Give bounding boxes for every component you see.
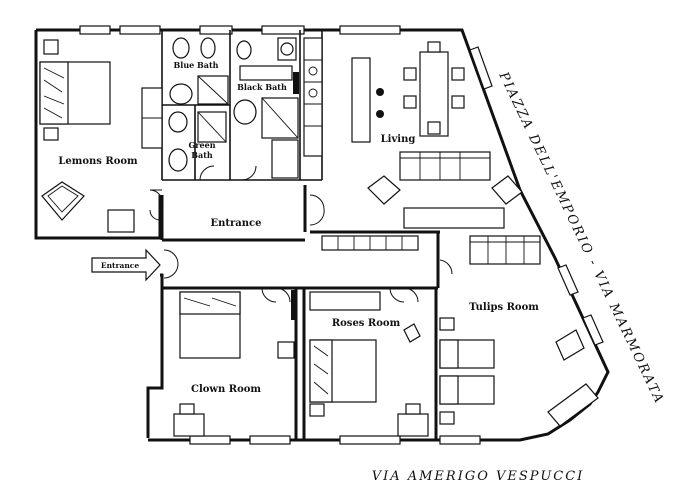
street-label-bottom: VIA AMERIGO VESPUCCI bbox=[372, 469, 585, 484]
living-label: Living bbox=[381, 134, 416, 145]
blue-bath-label: Blue Bath bbox=[174, 60, 219, 70]
kitchen-counter bbox=[303, 37, 323, 157]
tulips-room-label: Tulips Room bbox=[469, 302, 539, 313]
green-bath-label-line1: Green bbox=[188, 140, 215, 150]
windows bbox=[79, 25, 604, 445]
clown-room-furniture bbox=[173, 291, 295, 437]
lemons-room-furniture bbox=[39, 39, 163, 233]
living-furniture bbox=[321, 41, 541, 265]
roses-room-label: Roses Room bbox=[332, 318, 401, 329]
roses-room-furniture bbox=[309, 291, 429, 437]
bathrooms bbox=[168, 37, 299, 179]
lemons-room-label: Lemons Room bbox=[58, 156, 138, 167]
clown-room-label: Clown Room bbox=[191, 384, 261, 395]
tulips-room-furniture bbox=[439, 317, 599, 427]
entrance-label: Entrance bbox=[211, 218, 262, 229]
doors bbox=[149, 165, 453, 303]
entrance-arrow bbox=[91, 248, 161, 282]
entrance-arrow-label: Entrance bbox=[101, 261, 139, 270]
green-bath-label-line2: Bath bbox=[191, 150, 213, 160]
black-bath-label: Black Bath bbox=[237, 82, 287, 92]
exterior-walls bbox=[34, 28, 610, 442]
